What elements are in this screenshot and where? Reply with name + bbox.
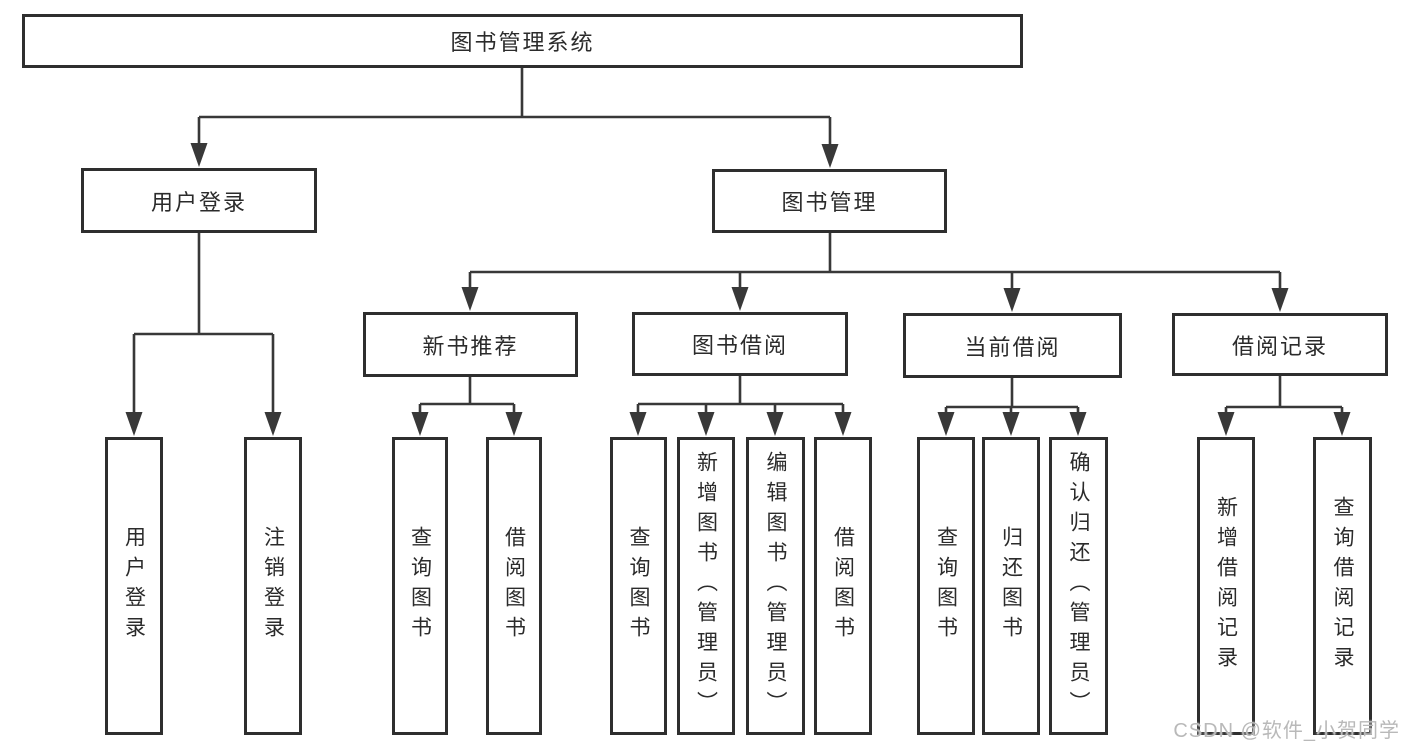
node-book-borrowing: 图书借阅 xyxy=(632,312,848,376)
leaf-query-books-current: 查询图书 xyxy=(917,437,975,735)
node-library-system: 图书管理系统 xyxy=(22,14,1023,68)
leaf-borrow-books: 借阅图书 xyxy=(814,437,872,735)
leaf-borrow-books-recommend: 借阅图书 xyxy=(486,437,542,735)
leaf-edit-book-admin: 编辑图书（管理员） xyxy=(746,437,805,735)
leaf-query-books-recommend: 查询图书 xyxy=(392,437,448,735)
leaf-add-book-admin: 新增图书（管理员） xyxy=(677,437,735,735)
leaf-confirm-return-admin: 确认归还（管理员） xyxy=(1049,437,1108,735)
leaf-query-books-borrowing: 查询图书 xyxy=(610,437,667,735)
node-borrowing-records: 借阅记录 xyxy=(1172,313,1388,376)
node-user-login: 用户登录 xyxy=(81,168,317,233)
leaf-logout-login: 注销登录 xyxy=(244,437,302,735)
leaf-add-borrow-record: 新增借阅记录 xyxy=(1197,437,1255,735)
leaf-user-login: 用户登录 xyxy=(105,437,163,735)
node-book-management: 图书管理 xyxy=(712,169,947,233)
leaf-query-borrow-record: 查询借阅记录 xyxy=(1313,437,1372,735)
node-new-book-recommend: 新书推荐 xyxy=(363,312,578,377)
leaf-return-books: 归还图书 xyxy=(982,437,1040,735)
node-current-borrowing: 当前借阅 xyxy=(903,313,1122,378)
csdn-watermark: CSDN @软件_小贺同学 xyxy=(1173,720,1400,742)
connector-strokes xyxy=(132,68,1344,416)
arrowheads xyxy=(125,143,1351,436)
